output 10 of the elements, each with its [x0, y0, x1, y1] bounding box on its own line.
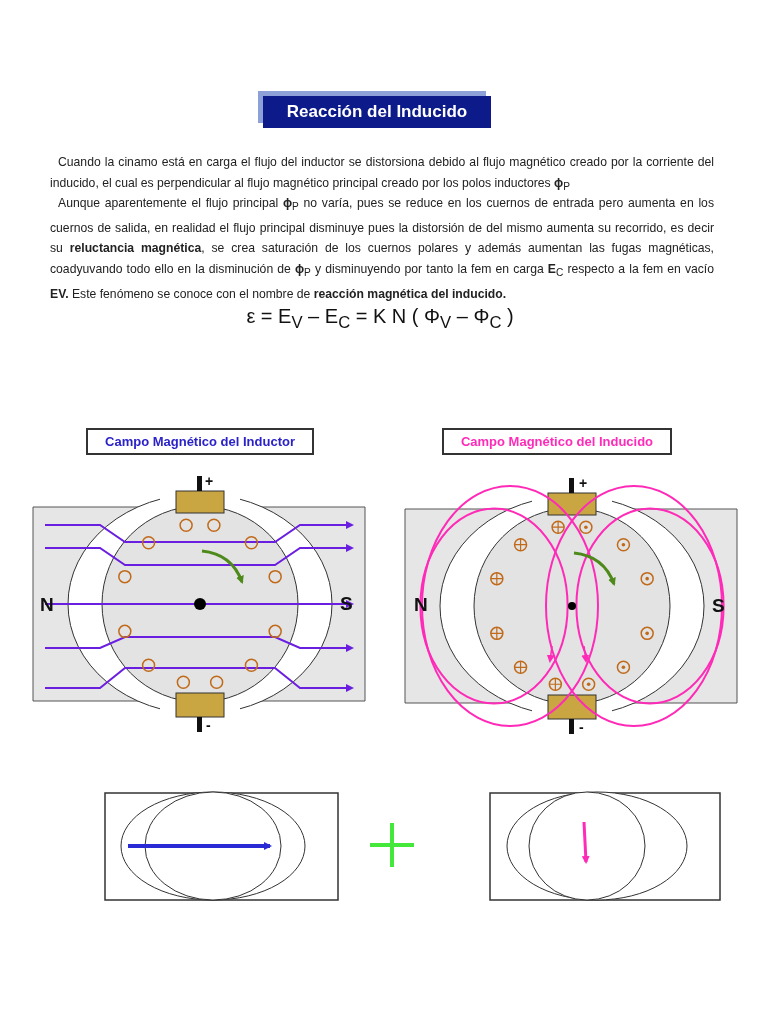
paragraph: Aunque aparentemente el flujo principal ϕ$_{P}$ no varía, pues se reduce en los cuernos de entrada pero aumenta en los cuernos de salida, en realidad el flujo principal disminuye pues la distorsión de del mismo aumenta su recorrido, es decir su reluctancia magnética, se crea saturación de los cuernos polares y además aumentan las fugas magnéticas, coadyuvando todo ello en la disminución de ϕ$_{P}$ y disminuyendo por tanto la fem en carga E$_{C}$ respecto a la fem en vacío EV. Este fenómeno se conoce con el nombre de reacción magnética del inducido. [50, 195, 714, 303]
polarity-sign: + [579, 476, 588, 490]
panel-title-box: Campo Magnético del Inductor [86, 428, 314, 455]
polarity-sign: + [205, 474, 214, 488]
title: Reacción del Inducido [263, 96, 491, 128]
formula: ε = E$_{V}$ – E$_{C}$ = K N ( Φ$_{V}$ – Φ$_{C}$ ) [245, 305, 515, 333]
panel-title-box: Campo Magnético del Inducido [442, 428, 672, 455]
paragraph: Cuando la cinamo está en carga el flujo del inductor se distorsiona debido al flujo magnético creado por la corriente del inducido, el cual es perpendicular al flujo magnético principal creado por los polos inductores ϕ$_{P}$ [50, 154, 714, 194]
polarity-sign: - [579, 720, 584, 734]
polarity-sign: - [206, 718, 211, 732]
